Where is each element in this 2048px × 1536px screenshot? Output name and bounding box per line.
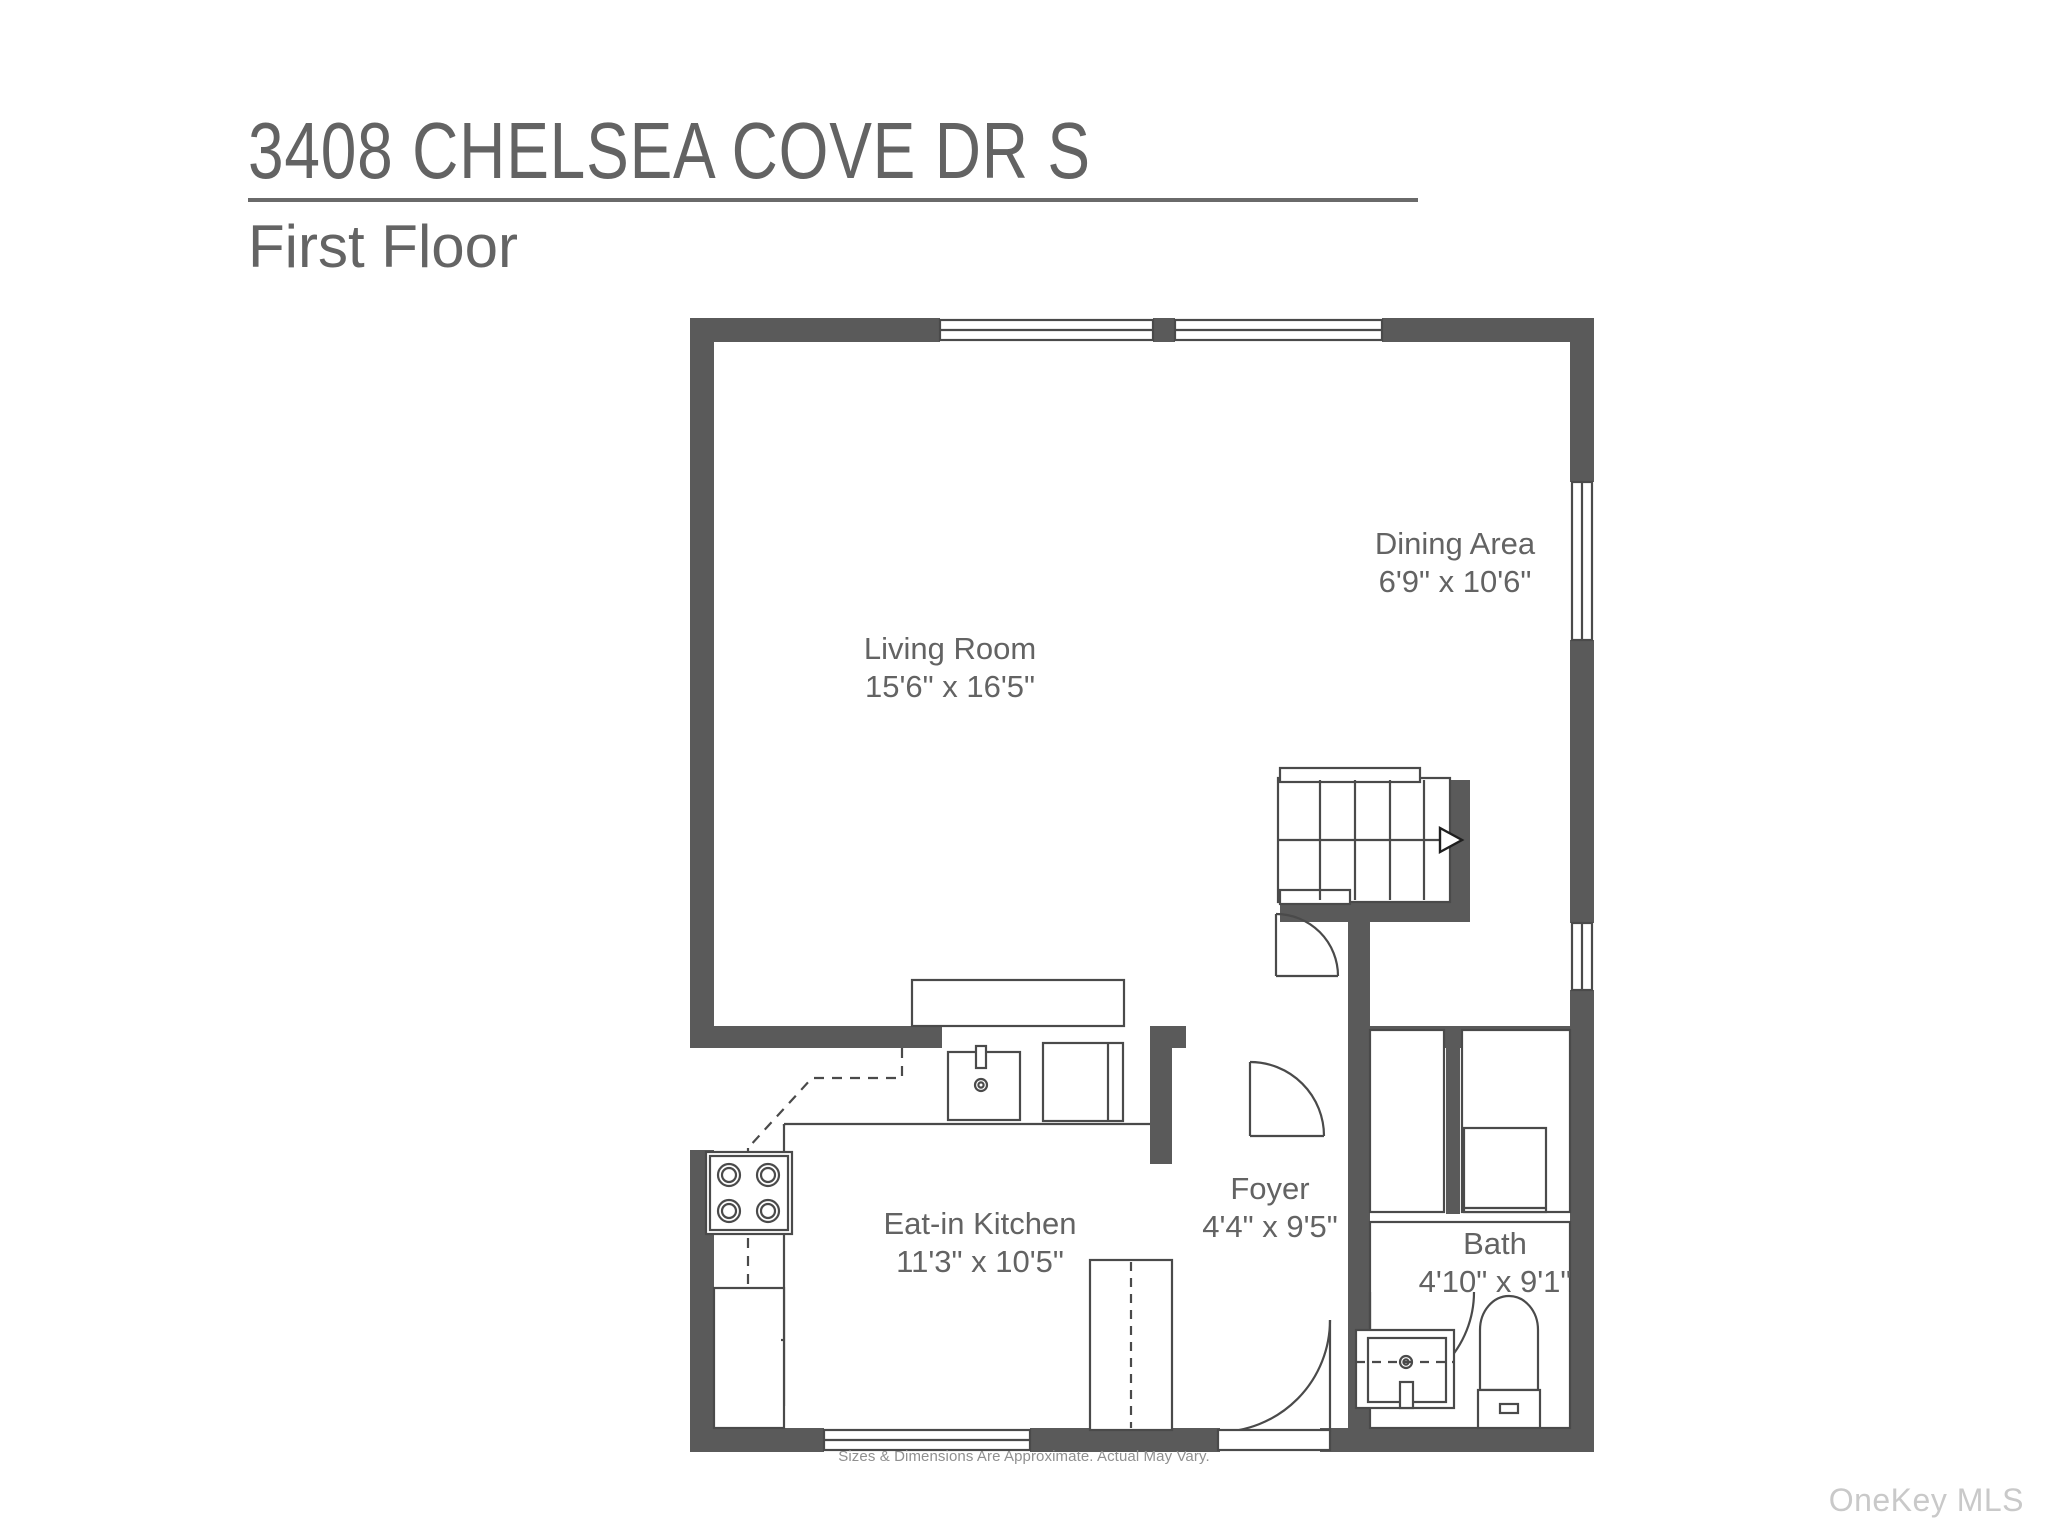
stair-direction-arrow — [1438, 825, 1465, 855]
living-room-window-right — [1173, 318, 1384, 342]
upper-cabinet — [910, 978, 1126, 1028]
disclaimer-text: Sizes & Dimensions Are Approximate. Actu… — [838, 1448, 1210, 1465]
onekey-mls-watermark: OneKey MLS — [1828, 1482, 2024, 1518]
staircase — [1276, 766, 1452, 906]
dining-window-upper — [1570, 480, 1594, 642]
front-entry-door — [1216, 1319, 1332, 1452]
floor-subtitle: First Floor — [248, 213, 518, 280]
page-title: 3408 CHELSEA COVE DR S — [248, 106, 1091, 195]
kitchen-fixtures — [704, 978, 1174, 1432]
kitchen-window — [822, 1428, 1032, 1452]
windows — [822, 318, 1594, 1452]
cooktop — [704, 1150, 794, 1236]
kitchen-island — [1088, 1258, 1174, 1432]
foyer-door-upper — [1274, 912, 1340, 978]
closet — [1368, 1028, 1572, 1214]
toilet — [1476, 1294, 1542, 1430]
vanity-sink — [1354, 1328, 1456, 1410]
exterior-walls — [690, 318, 1594, 1452]
refrigerator — [1041, 1041, 1125, 1123]
kitchen-sink — [946, 1044, 1022, 1122]
living-room-window-left — [938, 318, 1155, 342]
dining-window-lower — [1570, 921, 1594, 992]
title-divider — [248, 198, 1418, 202]
bath-fixtures — [1354, 1220, 1572, 1430]
foyer-door — [1248, 1060, 1326, 1138]
plan-header: 3408 CHELSEA COVE DR S First Floor — [248, 108, 1448, 282]
